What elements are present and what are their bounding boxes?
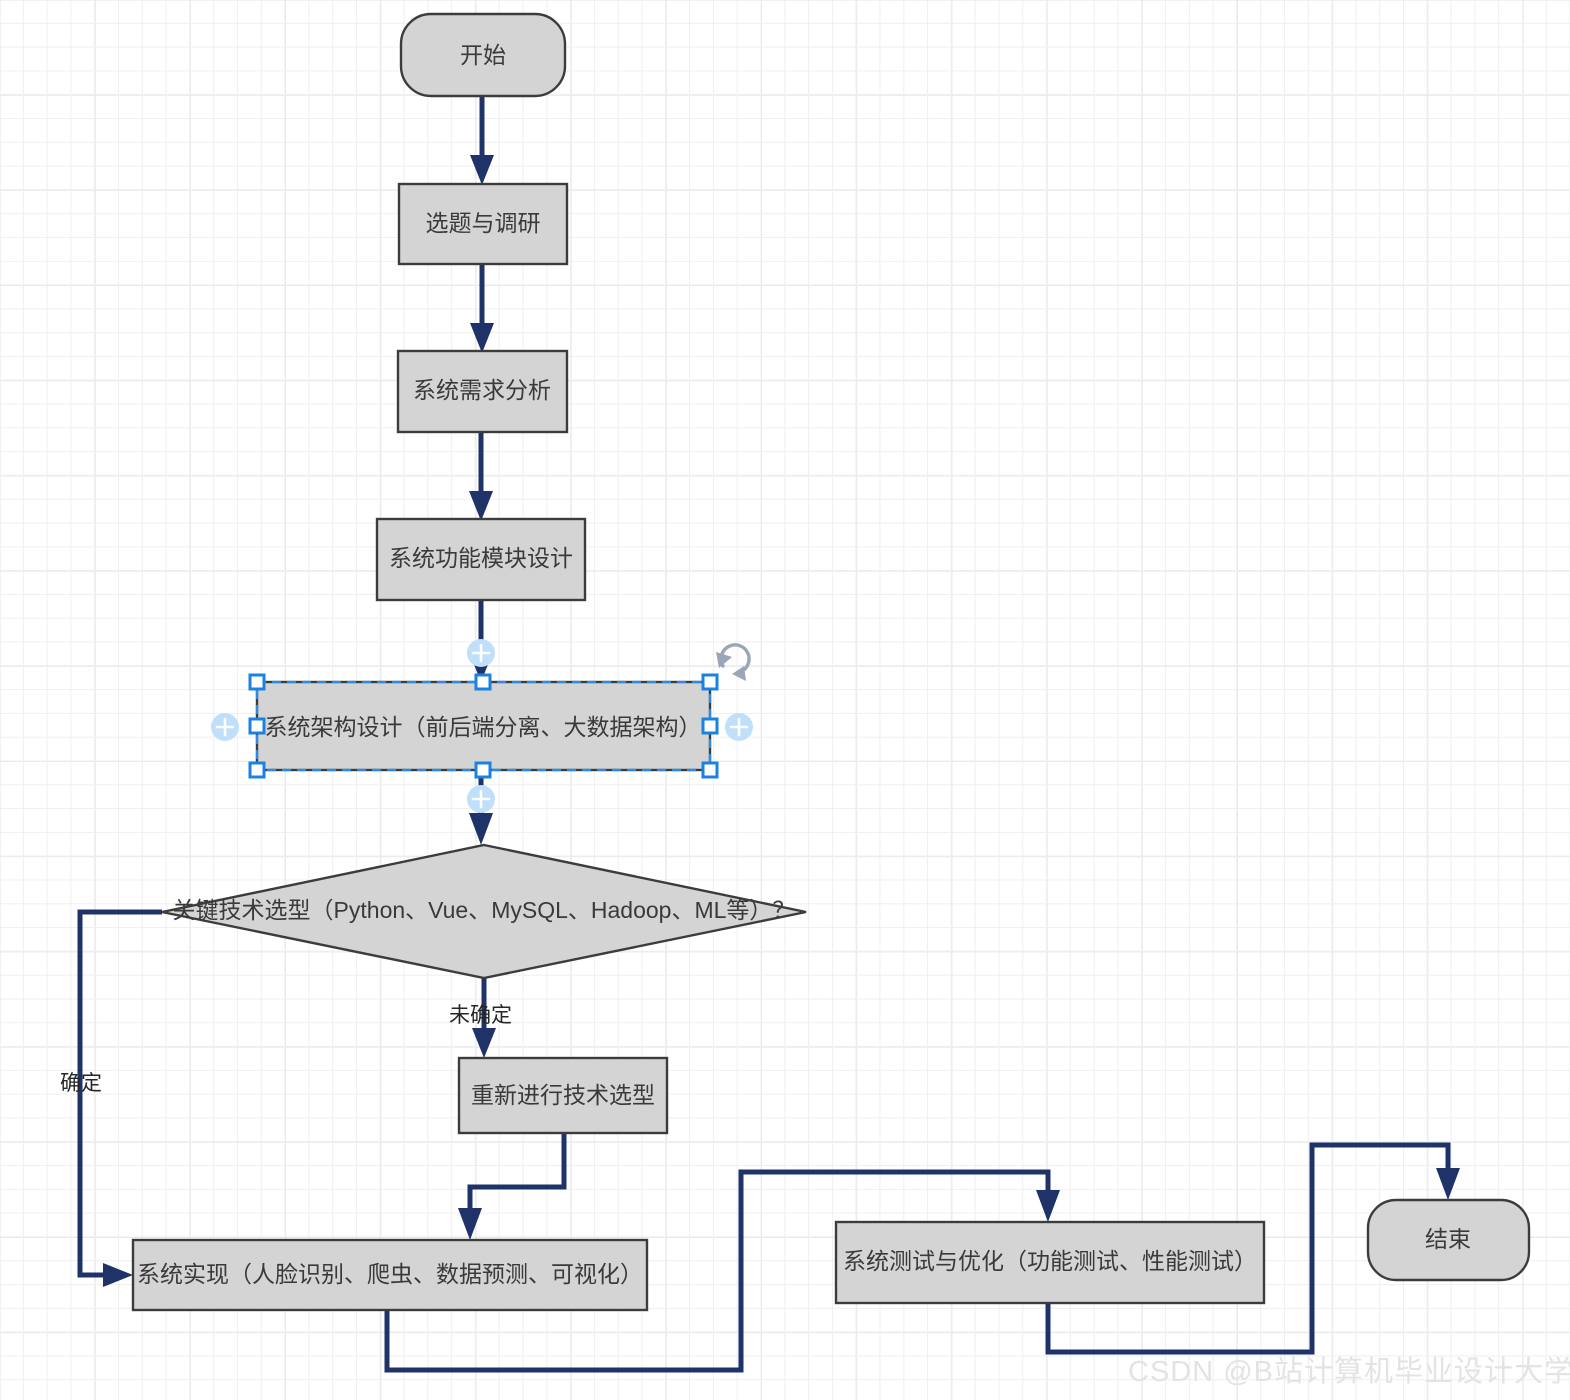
resize-handle-middle-left[interactable] [248,717,266,735]
edge-decision-confirmed[interactable] [77,909,162,1287]
selection-overlay[interactable] [211,639,753,813]
arrow-head-icon [458,1208,482,1240]
node-start[interactable]: 开始 [399,12,567,98]
node-decision-shape [161,843,807,980]
edge-testing-to-end[interactable] [1045,1142,1460,1355]
node-end-shape [1366,1198,1531,1282]
resize-handle-top-center[interactable] [474,673,492,691]
arrow-head-icon [469,813,493,845]
node-architecture[interactable]: 系统架构设计（前后端分离、大数据架构） [255,680,712,772]
arrow-head-icon [472,1028,496,1058]
arrow-head-icon [470,323,494,353]
node-module-shape [375,517,587,602]
arrow-head-icon [103,1263,133,1287]
resize-handle-bottom-right[interactable] [701,761,719,779]
edge-line [467,1133,567,1215]
node-reselect[interactable]: 重新进行技术选型 [457,1056,669,1135]
node-decision-label: 关键技术选型（Python、Vue、MySQL、Hadoop、ML等）？ [173,897,796,923]
node-topic-shape [397,182,569,266]
node-implement-label: 系统实现（人脸识别、爬虫、数据预测、可视化） [137,1261,643,1287]
node-testing[interactable]: 系统测试与优化（功能测试、性能测试） [834,1220,1266,1305]
node-implement[interactable]: 系统实现（人脸识别、爬虫、数据预测、可视化） [131,1238,649,1312]
node-requirement[interactable]: 系统需求分析 [396,349,569,434]
edge-decision-unconfirmed[interactable] [472,975,496,1058]
connection-port-top[interactable] [467,639,495,667]
arrow-head-icon [1036,1190,1060,1222]
arrow-head-icon [1436,1168,1460,1200]
node-topic-label: 选题与调研 [426,210,541,236]
connection-port-bottom[interactable] [467,785,495,813]
edge-requirement-to-module[interactable] [469,432,493,521]
node-end-label: 结束 [1425,1226,1471,1252]
rotate-icon[interactable] [716,643,751,681]
node-architecture-label: 系统架构设计（前后端分离、大数据架构） [265,714,702,740]
edge-reselect-to-implement[interactable] [458,1133,567,1240]
resize-handle-top-right[interactable] [701,673,719,691]
node-implement-shape [131,1238,649,1312]
node-start-shape [399,12,567,98]
edge-start-to-topic[interactable] [470,96,494,185]
edge-label-confirmed: 确定 [60,1072,102,1095]
edge-line [1045,1142,1451,1355]
node-start-label: 开始 [460,42,506,68]
arrow-head-icon [469,491,493,521]
node-module-label: 系统功能模块设计 [389,545,573,571]
edge-implement-to-testing[interactable] [384,1169,1060,1373]
node-decision[interactable]: 关键技术选型（Python、Vue、MySQL、Hadoop、ML等）？ [161,843,807,980]
node-module[interactable]: 系统功能模块设计 [375,517,587,602]
node-topic[interactable]: 选题与调研 [397,182,569,266]
node-testing-shape [834,1220,1266,1305]
edge-label-unconfirmed: 未确定 [449,1004,512,1027]
resize-handle-bottom-left[interactable] [248,761,266,779]
node-end[interactable]: 结束 [1366,1198,1531,1282]
resize-handle-top-left[interactable] [248,673,266,691]
edge-topic-to-requirement[interactable] [470,264,494,353]
node-requirement-label: 系统需求分析 [413,377,551,403]
node-reselect-label: 重新进行技术选型 [471,1082,655,1108]
edge-line [384,1169,1051,1373]
node-testing-label: 系统测试与优化（功能测试、性能测试） [843,1248,1257,1274]
resize-handle-bottom-center[interactable] [474,761,492,779]
arrow-head-icon [470,155,494,185]
node-reselect-shape [457,1056,669,1135]
watermark-text: CSDN @B站计算机毕业设计大学 [1128,1356,1570,1388]
connection-port-right[interactable] [725,713,753,741]
node-requirement-shape [396,349,569,434]
connection-port-left[interactable] [211,713,239,741]
resize-handle-middle-right[interactable] [701,717,719,735]
edge-line [77,909,162,1278]
